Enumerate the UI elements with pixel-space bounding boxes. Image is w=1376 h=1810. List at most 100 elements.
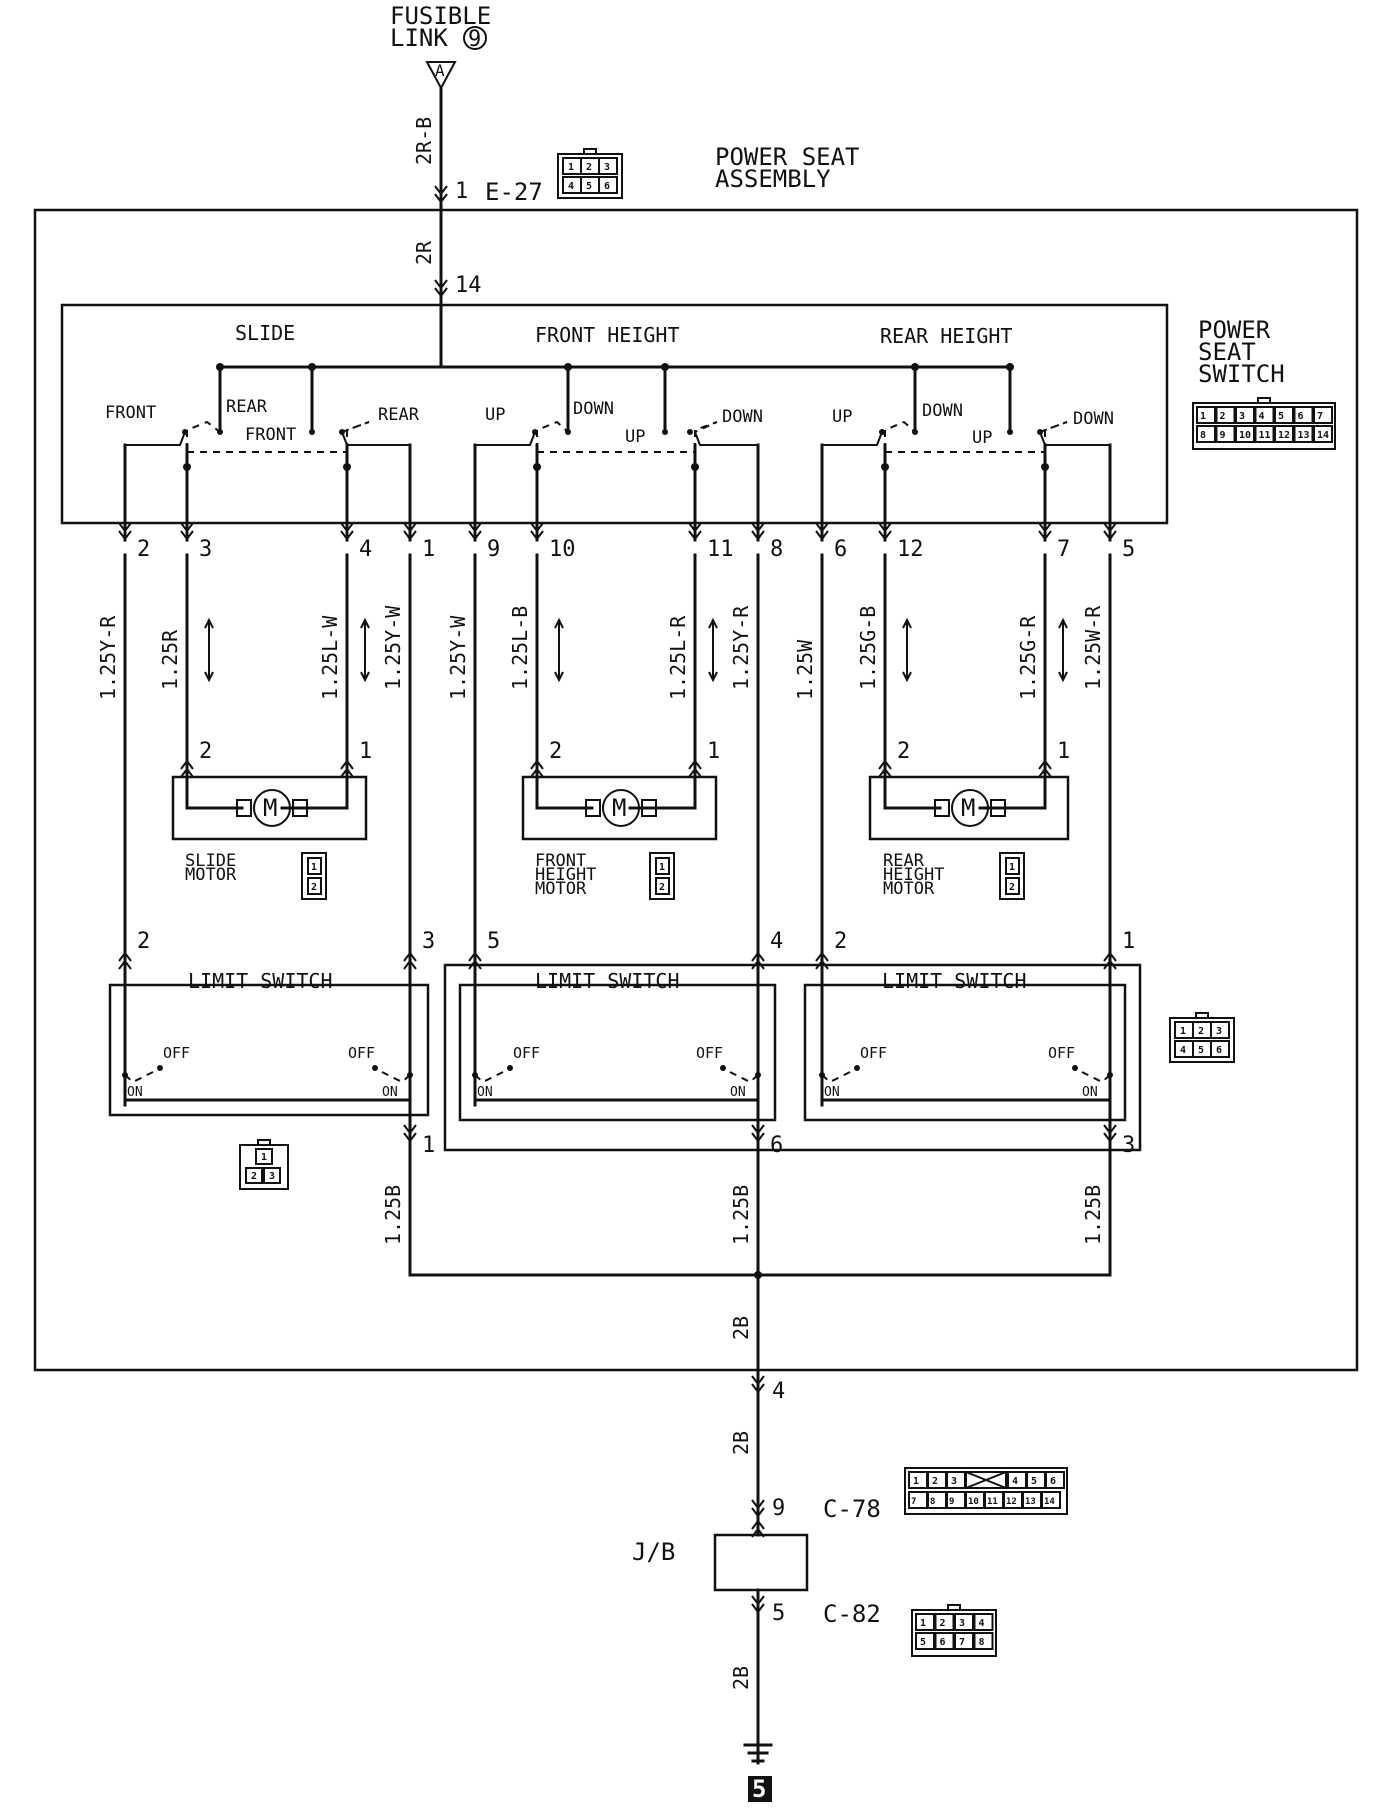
slide-rear-label: REAR xyxy=(226,397,268,417)
switch-cell-12: 12 xyxy=(1278,430,1290,441)
group-rear-height-label: REAR HEIGHT xyxy=(880,324,1012,348)
limit-on-label: ON xyxy=(824,1085,840,1100)
power-seat-switch-box xyxy=(60,303,1169,525)
c82-cell: 5 xyxy=(920,1637,926,1648)
switch-pin-10: 10 xyxy=(549,537,576,562)
motor-symbol: M xyxy=(612,794,626,822)
limit-on-label: ON xyxy=(730,1085,746,1100)
limit-in-pin: 5 xyxy=(487,929,500,954)
c78-cell: 9 xyxy=(949,1497,954,1507)
switch-label-2: SEAT xyxy=(1198,338,1256,366)
c78-cell: 10 xyxy=(968,1497,979,1507)
svg-text:1: 1 xyxy=(1180,1026,1186,1037)
limit-in-pin: 3 xyxy=(422,929,435,954)
ground-wire2-label: 2B xyxy=(729,1431,753,1455)
c78-cell: 1 xyxy=(913,1476,919,1487)
junction-block-label: J/B xyxy=(632,1538,675,1566)
motor-box xyxy=(171,775,368,841)
wire-label: 1.25Y-R xyxy=(729,605,753,690)
limit-out-pin: 3 xyxy=(1122,1133,1135,1158)
switch-cell-4: 4 xyxy=(1259,411,1265,422)
svg-text:2: 2 xyxy=(1198,1026,1204,1037)
switch-contacts xyxy=(125,363,1110,471)
switch-pin-9: 9 xyxy=(487,537,500,562)
switch-cell-5: 5 xyxy=(1278,411,1284,422)
switch-pin-4: 4 xyxy=(359,537,372,562)
ground-icon xyxy=(743,1743,773,1763)
motor-label-3: MOTOR xyxy=(535,879,587,899)
direction-arrow-icon xyxy=(902,617,912,683)
direction-arrow-icon xyxy=(1058,617,1068,683)
ground-number-badge xyxy=(748,1776,772,1802)
switch-pin-2: 2 xyxy=(137,537,150,562)
motor-cell-1: 1 xyxy=(659,862,665,873)
limit-out-pin: 1 xyxy=(422,1133,435,1158)
direction-arrow-icon xyxy=(360,617,370,683)
limit-off-label: OFF xyxy=(1048,1044,1075,1062)
rh-down2-label: DOWN xyxy=(1073,409,1114,429)
wire-label: 1.25W-R xyxy=(1081,605,1105,690)
motor-label-1: FRONT xyxy=(535,851,586,871)
e27-wire-label: 2R xyxy=(412,240,436,265)
wire-label: 1.25W xyxy=(793,639,817,700)
c78-cell: 2 xyxy=(932,1476,938,1487)
switch-cell-14: 14 xyxy=(1317,430,1329,441)
motor-label-2: HEIGHT xyxy=(883,865,944,885)
junction-block-box xyxy=(713,1533,809,1592)
wire-label: 1.25Y-W xyxy=(381,605,405,690)
motor-pin-a: 2 xyxy=(897,739,910,764)
svg-text:5: 5 xyxy=(1198,1045,1204,1056)
motor-pin-b: 1 xyxy=(707,739,720,764)
limit-out-pin: 6 xyxy=(770,1133,783,1158)
switch-label-3: SWITCH xyxy=(1198,360,1285,388)
switch-pin-5: 5 xyxy=(1122,537,1135,562)
motor-pin-a: 2 xyxy=(199,739,212,764)
c82-pin: 5 xyxy=(772,1601,785,1626)
limit-off-label: OFF xyxy=(163,1044,190,1062)
c78-cell: 13 xyxy=(1025,1497,1036,1507)
motor-cell-2: 2 xyxy=(1009,882,1015,893)
group-front-height-label: FRONT HEIGHT xyxy=(535,323,680,347)
wire-label: 1.25G-B xyxy=(856,606,880,690)
motor-pin-b: 1 xyxy=(359,739,372,764)
fh-up2-label: UP xyxy=(625,427,645,447)
limit-on-label: ON xyxy=(382,1085,398,1100)
connector-a-letter: A xyxy=(435,61,445,80)
motor-box xyxy=(868,775,1070,841)
switch-cell-7: 7 xyxy=(1317,411,1323,422)
motor-pin-a: 2 xyxy=(549,739,562,764)
svg-text:3: 3 xyxy=(604,162,610,173)
fusible-link-number: 9 xyxy=(468,27,481,52)
switch-cell-8: 8 xyxy=(1200,430,1206,441)
svg-text:3: 3 xyxy=(1216,1026,1222,1037)
c82-cell: 8 xyxy=(979,1637,985,1648)
svg-text:3: 3 xyxy=(269,1171,275,1182)
ground-wire-label-2: 1.25B xyxy=(729,1185,753,1245)
ground-wire-label-3: 1.25B xyxy=(1081,1185,1105,1245)
motor-icon xyxy=(602,789,640,827)
switch-pin-3: 3 xyxy=(199,537,212,562)
motor-label-3: MOTOR xyxy=(883,879,935,899)
motor-label-2: HEIGHT xyxy=(535,865,596,885)
connector-a-icon xyxy=(425,61,457,91)
harness-wires: 21.25Y-R31.25R41.25L-W11.25Y-W91.25Y-W10… xyxy=(96,443,1135,1277)
switch-label-1: POWER xyxy=(1198,316,1271,344)
limit-switch-slide-title: LIMIT SWITCH xyxy=(188,969,333,993)
motor-symbol: M xyxy=(263,794,277,822)
wire-label: 1.25L-B xyxy=(508,606,532,690)
rh-up2-label: UP xyxy=(972,428,992,448)
c78-cell: 11 xyxy=(987,1497,998,1507)
switch-pin14: 14 xyxy=(455,273,482,298)
motor-connector-icon xyxy=(649,852,675,900)
c78-pin: 9 xyxy=(772,1496,785,1521)
e27-pin: 1 xyxy=(455,179,468,204)
slide-front-label: FRONT xyxy=(105,403,156,423)
